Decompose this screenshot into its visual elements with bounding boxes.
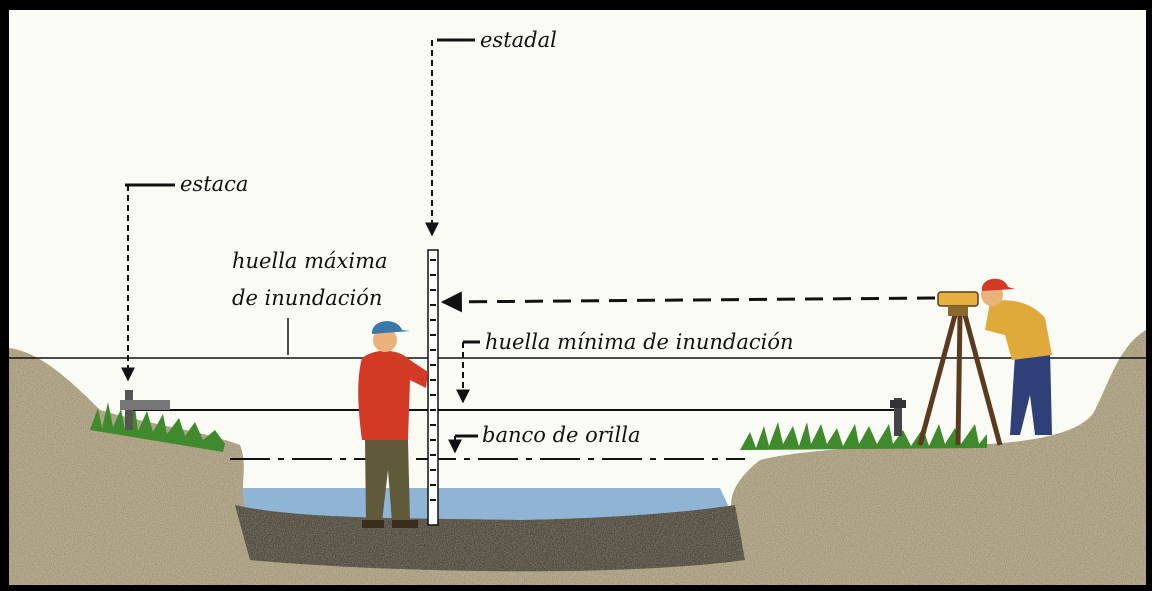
leveling-rod bbox=[427, 249, 439, 526]
label-huella-maxima-line2: de inundación bbox=[232, 286, 382, 310]
label-huella-maxima-line1: huella máxima bbox=[232, 249, 388, 273]
right-bank-soil bbox=[731, 330, 1146, 585]
left-grass bbox=[90, 402, 225, 452]
left-stake bbox=[120, 390, 170, 430]
surveyor-person bbox=[981, 278, 1052, 435]
rod-holder-person bbox=[358, 321, 428, 528]
left-bank-soil bbox=[9, 348, 760, 585]
label-estadal: estadal bbox=[480, 28, 557, 52]
right-stake bbox=[890, 398, 906, 436]
label-banco-orilla: banco de orilla bbox=[482, 423, 640, 447]
tripod-level bbox=[917, 291, 1003, 446]
right-grass bbox=[740, 422, 987, 450]
label-huella-minima: huella mínima de inundación bbox=[485, 330, 794, 354]
label-estaca: estaca bbox=[180, 172, 248, 196]
water bbox=[230, 488, 735, 522]
